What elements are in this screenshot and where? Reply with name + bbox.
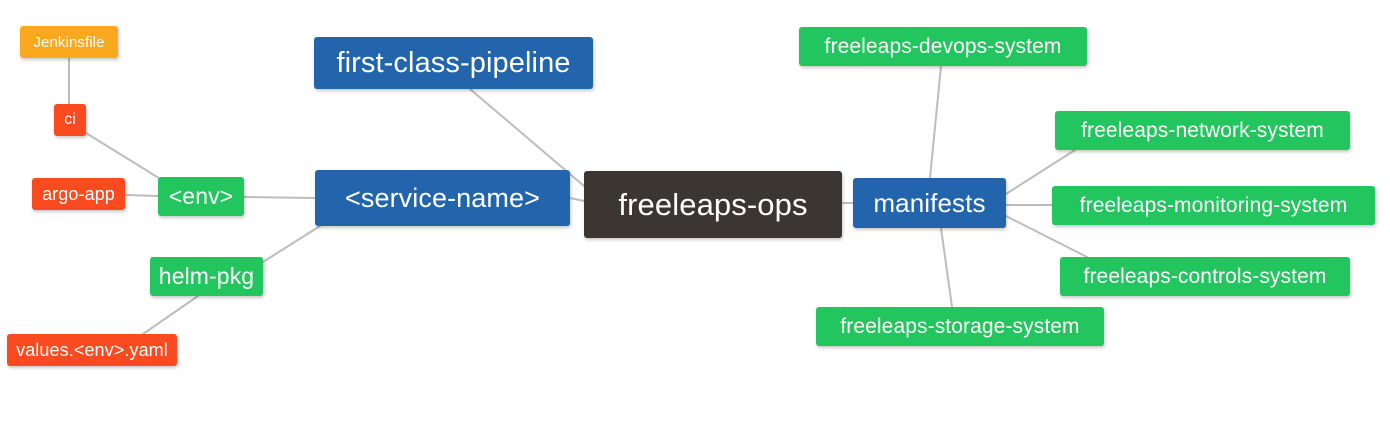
edge-manifests-to-devops-system	[929, 65, 942, 179]
edge-manifests-to-storage-system	[940, 227, 953, 308]
edge-manifests-to-network-system	[1005, 149, 1076, 195]
node-devops-system[interactable]: freeleaps-devops-system	[799, 27, 1087, 66]
edge-manifests-to-controls-system	[1005, 215, 1088, 258]
edge-helm-pkg-to-values-yaml	[142, 295, 199, 335]
node-storage-system[interactable]: freeleaps-storage-system	[816, 307, 1104, 346]
node-helm-pkg[interactable]: helm-pkg	[150, 257, 263, 296]
node-values-yaml[interactable]: values.<env>.yaml	[7, 334, 177, 366]
node-root[interactable]: freeleaps-ops	[584, 171, 842, 238]
edge-env-to-argo-app	[124, 194, 159, 197]
edge-root-to-service-name	[569, 197, 585, 202]
node-jenkinsfile[interactable]: Jenkinsfile	[20, 26, 118, 58]
node-ci[interactable]: ci	[54, 104, 86, 136]
node-env[interactable]: <env>	[158, 177, 244, 216]
edge-service-name-to-helm-pkg	[262, 225, 321, 263]
edge-root-to-first-class-pipeline	[469, 88, 585, 187]
node-controls-system[interactable]: freeleaps-controls-system	[1060, 257, 1350, 296]
node-manifests[interactable]: manifests	[853, 178, 1006, 228]
node-network-system[interactable]: freeleaps-network-system	[1055, 111, 1350, 150]
node-monitoring-system[interactable]: freeleaps-monitoring-system	[1052, 186, 1375, 225]
node-service-name[interactable]: <service-name>	[315, 170, 570, 226]
node-argo-app[interactable]: argo-app	[32, 178, 125, 210]
edge-env-to-ci	[85, 132, 163, 181]
edge-service-name-to-env	[243, 196, 316, 199]
node-first-class-pipeline[interactable]: first-class-pipeline	[314, 37, 593, 89]
